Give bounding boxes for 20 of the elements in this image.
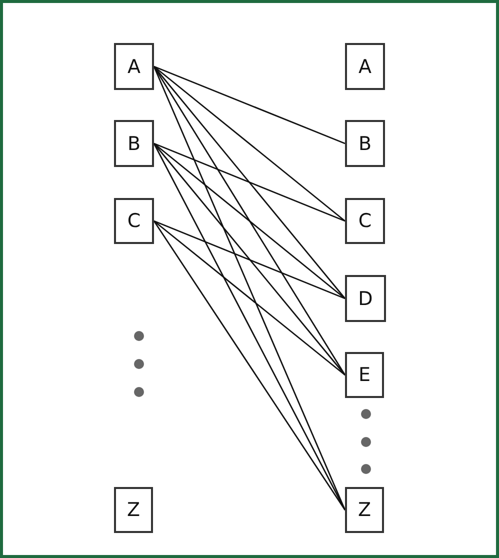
letter-box: B: [345, 120, 385, 167]
letter-box: B: [114, 120, 154, 167]
connector-line: [154, 66, 346, 222]
connector-line: [153, 220, 346, 510]
letter-box: Z: [345, 487, 384, 533]
connector-line: [154, 142, 346, 222]
letter-box: Z: [114, 487, 153, 533]
connector-line: [154, 220, 346, 300]
connector-line: [153, 143, 346, 510]
letter-box: A: [114, 43, 154, 90]
letter-box: E: [345, 352, 384, 398]
letter-box: C: [114, 198, 154, 244]
connector-line: [153, 143, 346, 376]
connector-line: [153, 66, 346, 299]
connector-line: [154, 220, 346, 376]
connector-line: [154, 66, 346, 144]
letter-box: C: [345, 198, 385, 244]
letter-box: A: [345, 43, 385, 90]
connector-line: [154, 142, 346, 300]
letter-box: D: [345, 275, 386, 322]
